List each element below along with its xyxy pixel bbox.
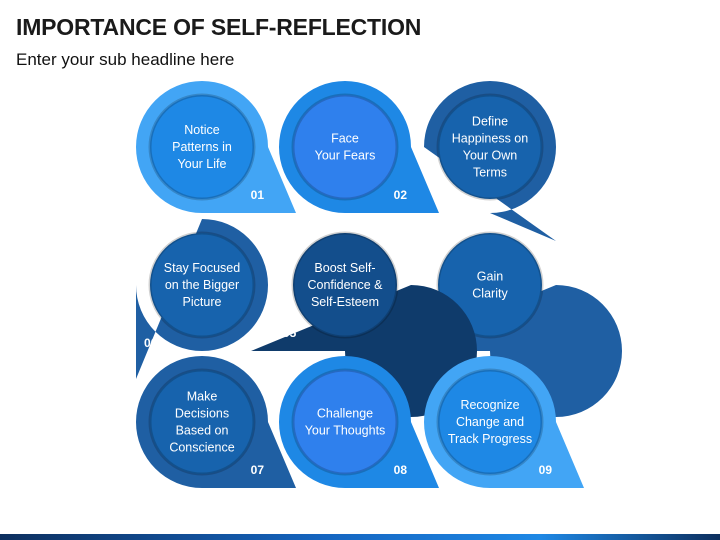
step-02-circle (291, 93, 399, 201)
step-06-text-line: on the Bigger (165, 278, 239, 292)
step-02-text-line: Your Fears (315, 149, 376, 163)
step-05-teardrop (251, 285, 477, 417)
step-01-text-line: Notice (184, 123, 219, 137)
step-06-number: 06 (144, 336, 158, 350)
step-07-text-line: Conscience (169, 441, 234, 455)
step-01-circle (148, 93, 256, 201)
step-08-circle (291, 368, 399, 476)
step-05-number: 05 (283, 326, 297, 340)
step-07-number: 07 (251, 463, 265, 477)
step-03-text-line: Happiness on (452, 132, 528, 146)
step-05-text-line: Self-Esteem (311, 295, 379, 309)
step-08-text-line: Your Thoughts (305, 424, 386, 438)
step-07-text-line: Make (187, 390, 218, 404)
page-subtitle: Enter your sub headline here (16, 50, 235, 69)
step-01-number: 01 (251, 188, 265, 202)
step-05-circle (291, 231, 399, 339)
step-06-text-line: Stay Focused (164, 261, 240, 275)
step-05-text-line: Confidence & (307, 278, 383, 292)
step-06-text-line: Picture (183, 295, 222, 309)
step-07-text-line: Decisions (175, 407, 229, 421)
step-03-text-line: Define (472, 115, 508, 129)
step-02-number: 02 (394, 188, 408, 202)
step-05-text-line: Boost Self- (314, 261, 375, 275)
step-03-text-line: Your Own (463, 149, 517, 163)
step-01-text-line: Your Life (178, 157, 227, 171)
step-09-text-line: Change and (456, 415, 524, 429)
step-05: Boost Self- Confidence & Self-Esteem 05 (251, 231, 477, 417)
step-09-text-line: Recognize (460, 398, 519, 412)
step-03-circle (436, 93, 544, 201)
step-03-number: 03 (539, 204, 553, 218)
step-03-text-line: Terms (473, 166, 507, 180)
step-04-circle (436, 231, 544, 339)
page-title: IMPORTANCE OF SELF-REFLECTION (16, 14, 422, 40)
step-09-text-line: Track Progress (448, 432, 532, 446)
step-04-teardrop (396, 285, 622, 417)
step-08-text-line: Challenge (317, 407, 373, 421)
step-06-circle (148, 231, 256, 339)
step-02-text-line: Face (331, 132, 359, 146)
bottom-accent-bar (0, 534, 720, 540)
step-01-text-line: Patterns in (172, 140, 232, 154)
step-08-number: 08 (394, 463, 408, 477)
step-07-circle (148, 368, 256, 476)
step-04-text-line: Clarity (472, 287, 508, 301)
step-07-text-line: Based on (176, 424, 229, 438)
step-09-circle (436, 368, 544, 476)
step-09-number: 09 (539, 463, 553, 477)
step-04-text-line: Gain (477, 270, 503, 284)
step-04: GainClarity04 (396, 231, 622, 417)
